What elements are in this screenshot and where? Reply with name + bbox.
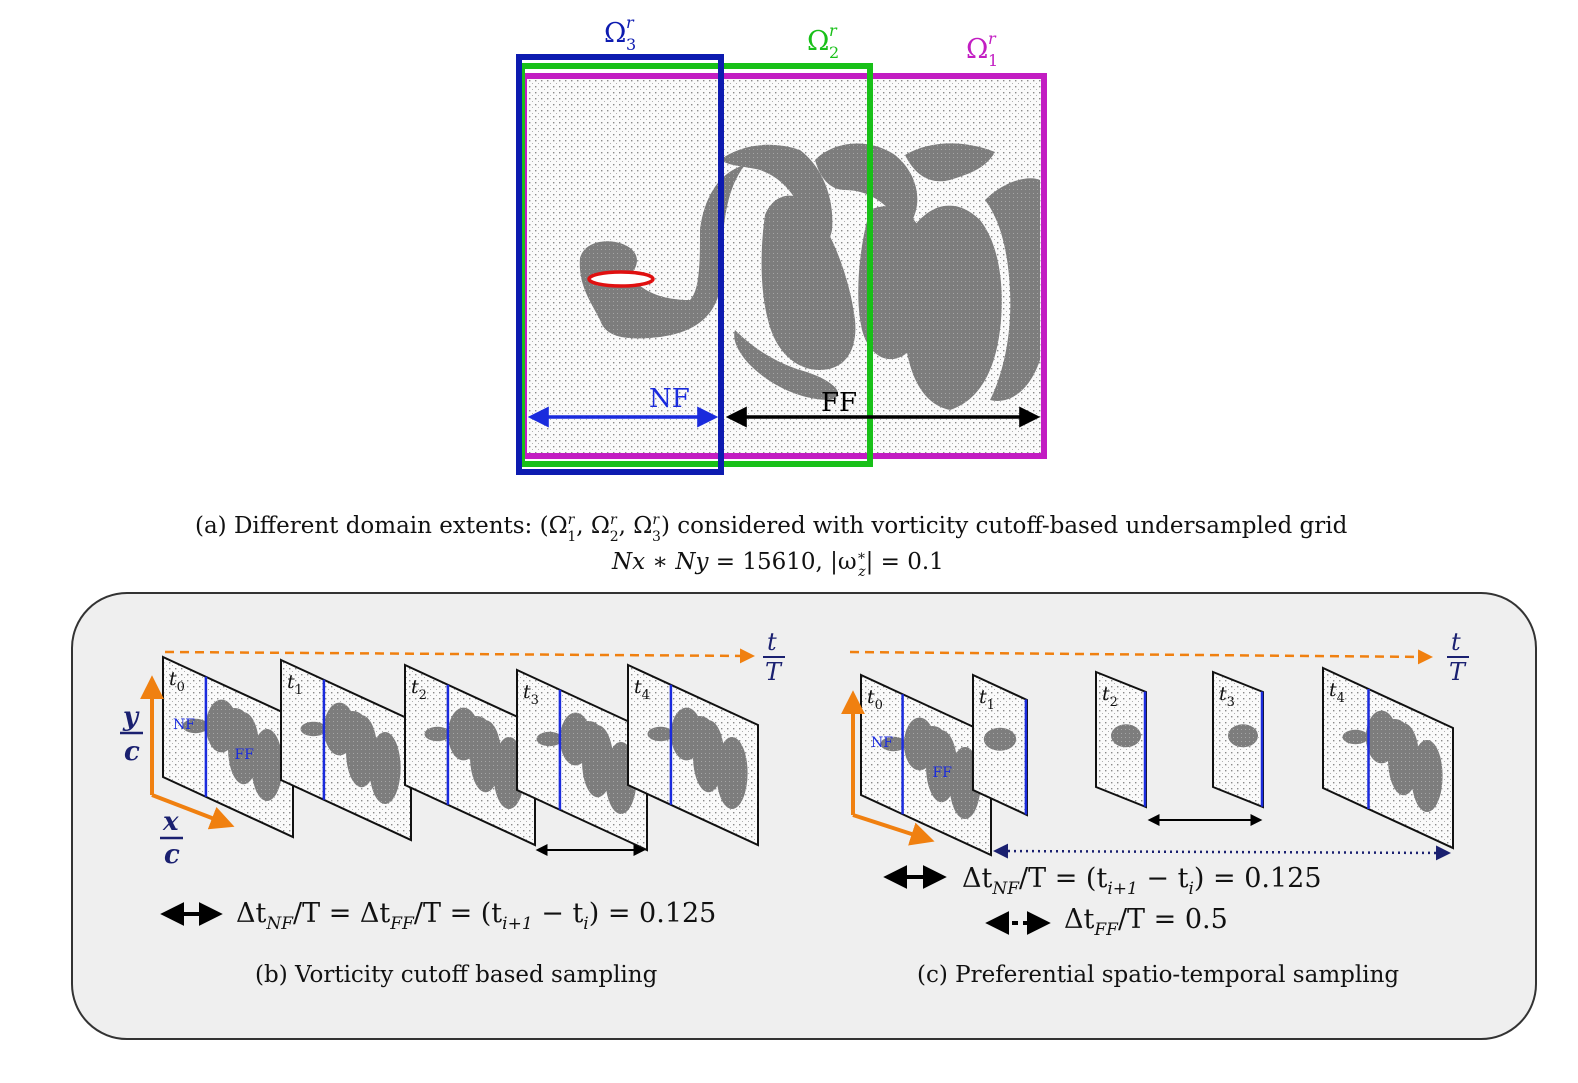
ff-label: FF (821, 388, 857, 418)
frame-panel_b-t1: t1 (280, 658, 412, 842)
frame-panel_c-t2: t2 (1095, 670, 1147, 809)
svg-text:T: T (1449, 658, 1467, 686)
x-axis-arrow-c (852, 813, 935, 846)
caption-c: (c) Preferential spatio-temporal samplin… (917, 962, 1399, 988)
svg-text:t: t (1451, 628, 1461, 656)
equation-c2: ΔtFF/T = 0.5 (1064, 904, 1228, 940)
frame-panel_b-t3: t3 (516, 668, 648, 852)
domain-omega3-box (516, 54, 724, 475)
svg-text:r: r (626, 13, 635, 32)
frame-time-label: t0 (169, 668, 185, 695)
svg-text:t: t (767, 628, 777, 656)
frame-time-label: t2 (1102, 683, 1118, 710)
vortex-pattern (536, 712, 637, 814)
x-axis-arrow (151, 793, 235, 830)
vortex-pattern (182, 699, 283, 801)
frame-time-label: t3 (1219, 683, 1235, 710)
svg-text:Ω: Ω (604, 18, 626, 49)
svg-text:c: c (124, 737, 140, 767)
frame-ff-label: FF (933, 765, 953, 781)
vortex-pattern (1111, 724, 1141, 748)
vortex-pattern (647, 707, 748, 809)
omega3-label: Ω r 3 (604, 13, 636, 54)
frame-time-label: t3 (523, 681, 539, 708)
svg-text:r: r (829, 21, 838, 40)
vortex-pattern (983, 727, 1017, 751)
svg-text:Ω: Ω (966, 34, 988, 65)
vortex-wake (579, 143, 1040, 410)
frame-panel_b-t4: t4 (627, 663, 759, 847)
vortex-pattern (1342, 710, 1443, 812)
caption-a-line2: Nx ∗ Ny = 15610, |ω∗z| = 0.1 (611, 548, 944, 580)
airfoil-shape (587, 270, 655, 288)
vortex-pattern (1228, 724, 1258, 748)
equation-b: ΔtNF/T = ΔtFF/T = (ti+1 − ti) = 0.125 (236, 898, 716, 934)
frame-time-label: t4 (1329, 679, 1345, 706)
frame-panel_c-t4: t4 (1322, 666, 1454, 850)
nf-label: NF (649, 384, 690, 414)
svg-text:3: 3 (626, 35, 636, 54)
vortex-pattern (300, 702, 401, 804)
frame-time-label: t4 (634, 676, 650, 703)
svg-text:r: r (988, 29, 997, 48)
svg-text:c: c (164, 840, 180, 870)
frame-panel_c-t1: t1 (972, 673, 1028, 817)
y-axis-label: y c (120, 702, 143, 767)
x-axis-label: x c (160, 807, 183, 870)
equation-c1: ΔtNF/T = (ti+1 − ti) = 0.125 (962, 863, 1322, 899)
time-label-c: t T (1447, 628, 1469, 686)
svg-text:x: x (162, 807, 179, 837)
time-arrow-b (164, 648, 755, 664)
frame-time-label: t0 (867, 686, 883, 713)
frame-time-label: t1 (287, 671, 303, 698)
svg-text:1: 1 (988, 51, 998, 70)
panel-a: NF FF Ω r 3 Ω r 2 Ω r 1 (a) Different do… (195, 13, 1348, 580)
svg-text:Ω: Ω (807, 26, 829, 57)
frame-time-label: t1 (979, 686, 995, 713)
frame-ff-label: FF (235, 747, 255, 763)
svg-text:y: y (122, 702, 140, 732)
frame-time-label: t2 (411, 676, 427, 703)
omega1-label: Ω r 1 (966, 29, 998, 70)
svg-text:T: T (765, 658, 783, 686)
time-arrow-c (849, 649, 1433, 665)
frame-nf-label: NF (871, 735, 893, 751)
caption-b: (b) Vorticity cutoff based sampling (255, 962, 658, 988)
omega2-label: Ω r 2 (807, 21, 839, 62)
frame-panel_c-t3: t3 (1212, 670, 1264, 809)
time-label-b: t T (763, 628, 785, 686)
svg-text:2: 2 (829, 43, 839, 62)
frame-nf-label: NF (173, 717, 195, 733)
